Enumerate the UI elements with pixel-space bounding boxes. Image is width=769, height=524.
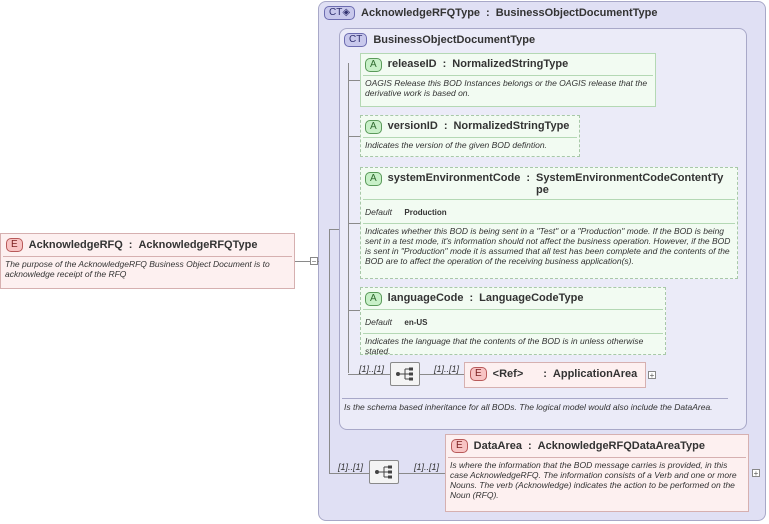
attribute-description: Indicates the language that the contents… <box>365 336 644 356</box>
connector-line <box>420 374 464 375</box>
connector-line <box>348 374 390 375</box>
cardinality-label: [1]..[1] <box>338 462 364 472</box>
attribute-name: languageCode <box>387 292 464 304</box>
attribute-name: releaseID <box>387 58 437 70</box>
default-label: Default <box>365 317 392 327</box>
element-name: DataArea <box>473 440 522 452</box>
type-separator: : <box>526 172 530 184</box>
attribute-description: Indicates the version of the given BOD d… <box>365 140 547 150</box>
attribute-icon: A <box>365 58 382 72</box>
element-description: Is where the information that the BOD me… <box>450 460 737 500</box>
type-separator: : <box>128 239 133 251</box>
base-type-header: CT BusinessObjectDocumentType <box>344 33 535 47</box>
element-icon: E <box>470 367 487 381</box>
expand-icon[interactable]: + <box>648 371 656 380</box>
connector-line <box>348 80 360 81</box>
base-type-separator <box>342 398 728 399</box>
cardinality-label: [1]..[1] <box>434 364 460 374</box>
connector-line <box>329 229 339 230</box>
expand-icon[interactable]: + <box>752 469 760 478</box>
connector-line <box>295 261 319 262</box>
complex-type-header: CT◈ AcknowledgeRFQType : BusinessObjectD… <box>324 6 657 20</box>
attribute-default: Default en-US <box>361 312 665 330</box>
connector-line <box>348 63 349 373</box>
complex-type-icon: CT <box>344 33 368 47</box>
type-separator: : <box>486 7 490 19</box>
attribute-type: LanguageCodeType <box>479 292 584 304</box>
element-name: AcknowledgeRFQ <box>28 239 123 251</box>
element-data-area[interactable]: E DataArea : AcknowledgeRFQDataAreaType … <box>445 434 749 512</box>
attribute-icon: A <box>365 292 382 306</box>
base-type-description: Is the schema based inheritance for all … <box>344 402 713 412</box>
complex-type-base: BusinessObjectDocumentType <box>495 7 658 19</box>
element-application-area[interactable]: E <Ref> : ApplicationArea <box>464 362 646 388</box>
default-value: en-US <box>404 318 428 327</box>
attribute-description: Indicates whether this BOD is being sent… <box>365 226 731 266</box>
attribute-version-id[interactable]: A versionID : NormalizedStringType Indic… <box>360 115 580 157</box>
attribute-type: NormalizedStringType <box>453 120 570 132</box>
element-type: AcknowledgeRFQType <box>138 239 258 251</box>
attribute-description: OAGIS Release this BOD Instances belongs… <box>365 78 648 98</box>
complex-type-name: AcknowledgeRFQType <box>361 7 481 19</box>
attribute-type: SystemEnvironmentCodeContentTy pe <box>536 172 724 196</box>
attribute-icon: A <box>365 172 382 186</box>
type-separator: : <box>442 58 447 70</box>
cardinality-label: [1]..[1] <box>414 462 440 472</box>
attribute-name: versionID <box>387 120 438 132</box>
connector-line <box>399 473 445 474</box>
attribute-release-id[interactable]: A releaseID : NormalizedStringType OAGIS… <box>360 53 656 107</box>
collapse-icon[interactable]: − <box>310 257 318 266</box>
type-separator: : <box>443 120 448 132</box>
cardinality-label: [1]..[1] <box>359 364 385 374</box>
complex-type-icon: CT◈ <box>324 6 356 20</box>
attribute-type: NormalizedStringType <box>452 58 569 70</box>
connector-line <box>329 473 369 474</box>
attribute-default: Default Production <box>361 202 737 220</box>
base-type-name: BusinessObjectDocumentType <box>373 34 536 46</box>
element-icon: E <box>451 439 468 453</box>
default-label: Default <box>365 207 392 217</box>
root-element-acknowledge-rfq[interactable]: E AcknowledgeRFQ : AcknowledgeRFQType Th… <box>0 233 295 289</box>
sequence-icon[interactable] <box>369 460 399 484</box>
attribute-language-code[interactable]: A languageCode : LanguageCodeType Defaul… <box>360 287 666 356</box>
connector-line <box>348 223 360 224</box>
type-separator: : <box>543 368 547 380</box>
element-type: ApplicationArea <box>552 368 638 380</box>
type-separator: : <box>469 292 474 304</box>
element-icon: E <box>6 238 23 252</box>
connector-line <box>348 136 360 137</box>
sequence-icon[interactable] <box>390 362 420 386</box>
attribute-system-environment-code[interactable]: A systemEnvironmentCode : SystemEnvironm… <box>360 167 738 279</box>
element-description: The purpose of the AcknowledgeRFQ Busine… <box>5 259 270 279</box>
attribute-name: systemEnvironmentCode <box>387 172 521 184</box>
element-type: AcknowledgeRFQDataAreaType <box>537 440 705 452</box>
connector-line <box>348 310 360 311</box>
connector-line <box>329 229 330 474</box>
attribute-icon: A <box>365 120 382 134</box>
element-ref-label: <Ref> <box>492 368 524 380</box>
default-value: Production <box>404 208 447 217</box>
type-separator: : <box>527 440 532 452</box>
